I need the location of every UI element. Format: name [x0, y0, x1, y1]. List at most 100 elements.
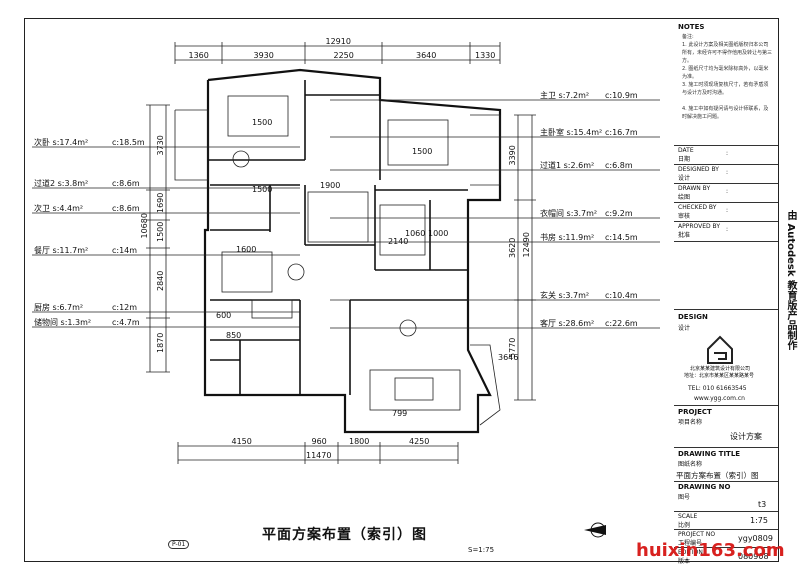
left-dim-part-0: 3730: [156, 135, 165, 155]
inner-dim-11: 1500: [252, 185, 272, 194]
room-right-5-perimeter: c:10.4m: [605, 291, 638, 300]
inner-dim-8: 850: [226, 331, 241, 340]
balcony-right: [470, 344, 501, 426]
left-dim-part-1: 1690: [156, 193, 165, 213]
page-number: P-01: [168, 540, 190, 549]
wardrobe: [307, 191, 369, 243]
room-right-1-perimeter: c:16.7m: [605, 128, 638, 137]
inner-dim-4: 2140: [388, 237, 408, 246]
room-right-2-perimeter: c:6.8m: [605, 161, 633, 170]
field-checked-sub: 审核: [678, 213, 691, 220]
bottom-dim-part-0: 4150: [232, 437, 252, 446]
outer-wall: [203, 68, 502, 434]
room-left-0-perimeter: c:18.5m: [112, 138, 145, 147]
title-block: NOTES 备注: 1. 此设计方案及相关图纸版权归本公司所有，未经许可不得作他…: [674, 18, 779, 565]
north-arrow-pointer: [584, 525, 606, 535]
company-phone: TEL: 010 61663545: [688, 385, 747, 392]
room-right-4-name: 书房 s:11.9m²: [540, 232, 594, 242]
watermark: huixin163.com: [636, 540, 785, 561]
inner-dim-6: 1000: [428, 229, 448, 238]
room-right-3-perimeter: c:9.2m: [605, 209, 633, 218]
bottom-dim-part-3: 4250: [409, 437, 429, 446]
top-dim-part-4: 1330: [475, 51, 495, 60]
drawing-no-value: t3: [758, 500, 767, 509]
field-date-label: DATE: [678, 147, 694, 154]
bed-study: [379, 204, 426, 256]
room-right-2-name: 过道1 s:2.6m²: [540, 160, 594, 170]
top-dim-part-0: 1360: [189, 51, 209, 60]
room-left-5-perimeter: c:4.7m: [112, 318, 140, 327]
room-left-1-perimeter: c:8.6m: [112, 179, 140, 188]
top-dim-part-1: 3930: [254, 51, 274, 60]
notes-line-1: 1. 此设计方案及相关图纸版权归本公司所有，未经许可不得作他用及转让与第三方。: [682, 42, 773, 64]
project-value: 设计方案: [730, 432, 762, 441]
right-dim-part-2: 5770: [508, 338, 517, 358]
company-web: www.ygg.com.cn: [694, 395, 745, 402]
room-right-0-name: 主卫 s:7.2m²: [540, 90, 589, 100]
company-address: 地址：北京市某某区某某路某号: [684, 373, 755, 379]
company-name: 北京某某建筑设计有限公司: [690, 366, 751, 372]
room-right-4-perimeter: c:14.5m: [605, 233, 638, 242]
bottom-dim-total: 11470: [306, 451, 331, 460]
row-projno-value: ygy0809: [738, 534, 773, 543]
kitchen-counter: [251, 299, 293, 319]
bottom-dim-part-1: 960: [312, 437, 327, 446]
notes-line-0: 备注:: [682, 34, 694, 40]
room-right-6-perimeter: c:22.6m: [605, 319, 638, 328]
room-right-6-name: 客厅 s:28.6m²: [540, 318, 594, 328]
room-left-4-perimeter: c:12m: [112, 303, 137, 312]
inner-dim-7: 600: [216, 311, 231, 320]
inner-dim-1: 1500: [412, 147, 432, 156]
bottom-dim-part-2: 1800: [349, 437, 369, 446]
right-dim-part-1: 3620: [508, 238, 517, 258]
drawing-scale: S=1:75: [468, 546, 495, 554]
bed-left: [227, 95, 289, 137]
inner-dim-2: 1600: [236, 245, 256, 254]
left-dim-part-3: 2840: [156, 271, 165, 291]
left-dim-part-4: 1870: [156, 333, 165, 353]
field-drawn-value: :: [726, 188, 729, 195]
inner-dim-10: 3646: [498, 353, 518, 362]
project-sub: 项目名称: [678, 419, 703, 426]
field-drawn-label: DRAWN BY: [678, 185, 711, 192]
notes-line-2: 2. 图纸尺寸均为毫米除标高外，以毫米为准。: [682, 66, 769, 80]
room-right-5-name: 玄关 s:3.7m²: [540, 290, 589, 300]
row-edition-label: EDITION: [678, 549, 703, 556]
row-projno-sub: 工程编号: [678, 540, 703, 547]
inner-dim-0: 1500: [252, 118, 272, 127]
row-edition-sub: 版本: [678, 558, 691, 565]
rug-icon: [287, 263, 305, 281]
field-approved-value: :: [726, 226, 729, 233]
room-left-3-name: 餐厅 s:11.7m²: [34, 246, 88, 255]
right-dim-part-0: 3390: [508, 145, 517, 165]
room-right-0-perimeter: c:10.9m: [605, 91, 638, 100]
room-left-0-name: 次卧 s:17.4m²: [34, 137, 88, 147]
field-approved-sub: 批准: [678, 232, 691, 239]
drawing-no-heading: DRAWING NO: [678, 483, 731, 491]
left-dim-part-2: 1500: [156, 222, 165, 242]
inner-dim-9: 799: [392, 409, 407, 418]
room-left-4-name: 厨房 s:6.7m²: [34, 302, 83, 312]
field-checked-value: :: [726, 207, 729, 214]
row-scale-sub: 比例: [678, 522, 691, 529]
company-logo-icon: [707, 335, 733, 364]
notes-heading: NOTES: [678, 23, 705, 31]
project-heading: PROJECT: [678, 408, 712, 416]
sofa: [369, 369, 461, 411]
inner-dim-5: 1060: [405, 229, 425, 238]
field-date-value: :: [726, 150, 729, 157]
field-date-sub: 日期: [678, 156, 691, 163]
row-edition-value: 080908: [738, 552, 769, 561]
design-heading: DESIGN: [678, 313, 708, 321]
room-left-3-perimeter: c:14m: [112, 246, 137, 255]
drawing-title-value: 平面方案布置（索引）图: [676, 471, 759, 480]
notes-line-4: 4. 施工中如有疑问请与设计师联系，及时解决施工问题。: [682, 106, 769, 120]
bed-master: [387, 119, 449, 166]
field-checked-label: CHECKED BY: [678, 204, 717, 211]
room-left-5-name: 储物间 s:1.3m²: [34, 317, 91, 327]
notes-line-3: 3. 施工时须现场复核尺寸，若有矛盾须与设计方及时沟通。: [682, 82, 769, 96]
row-scale-value: 1:75: [750, 516, 768, 525]
room-left-2-name: 次卫 s:4.4m²: [34, 203, 83, 213]
drawing-no-sub: 图号: [678, 494, 691, 501]
